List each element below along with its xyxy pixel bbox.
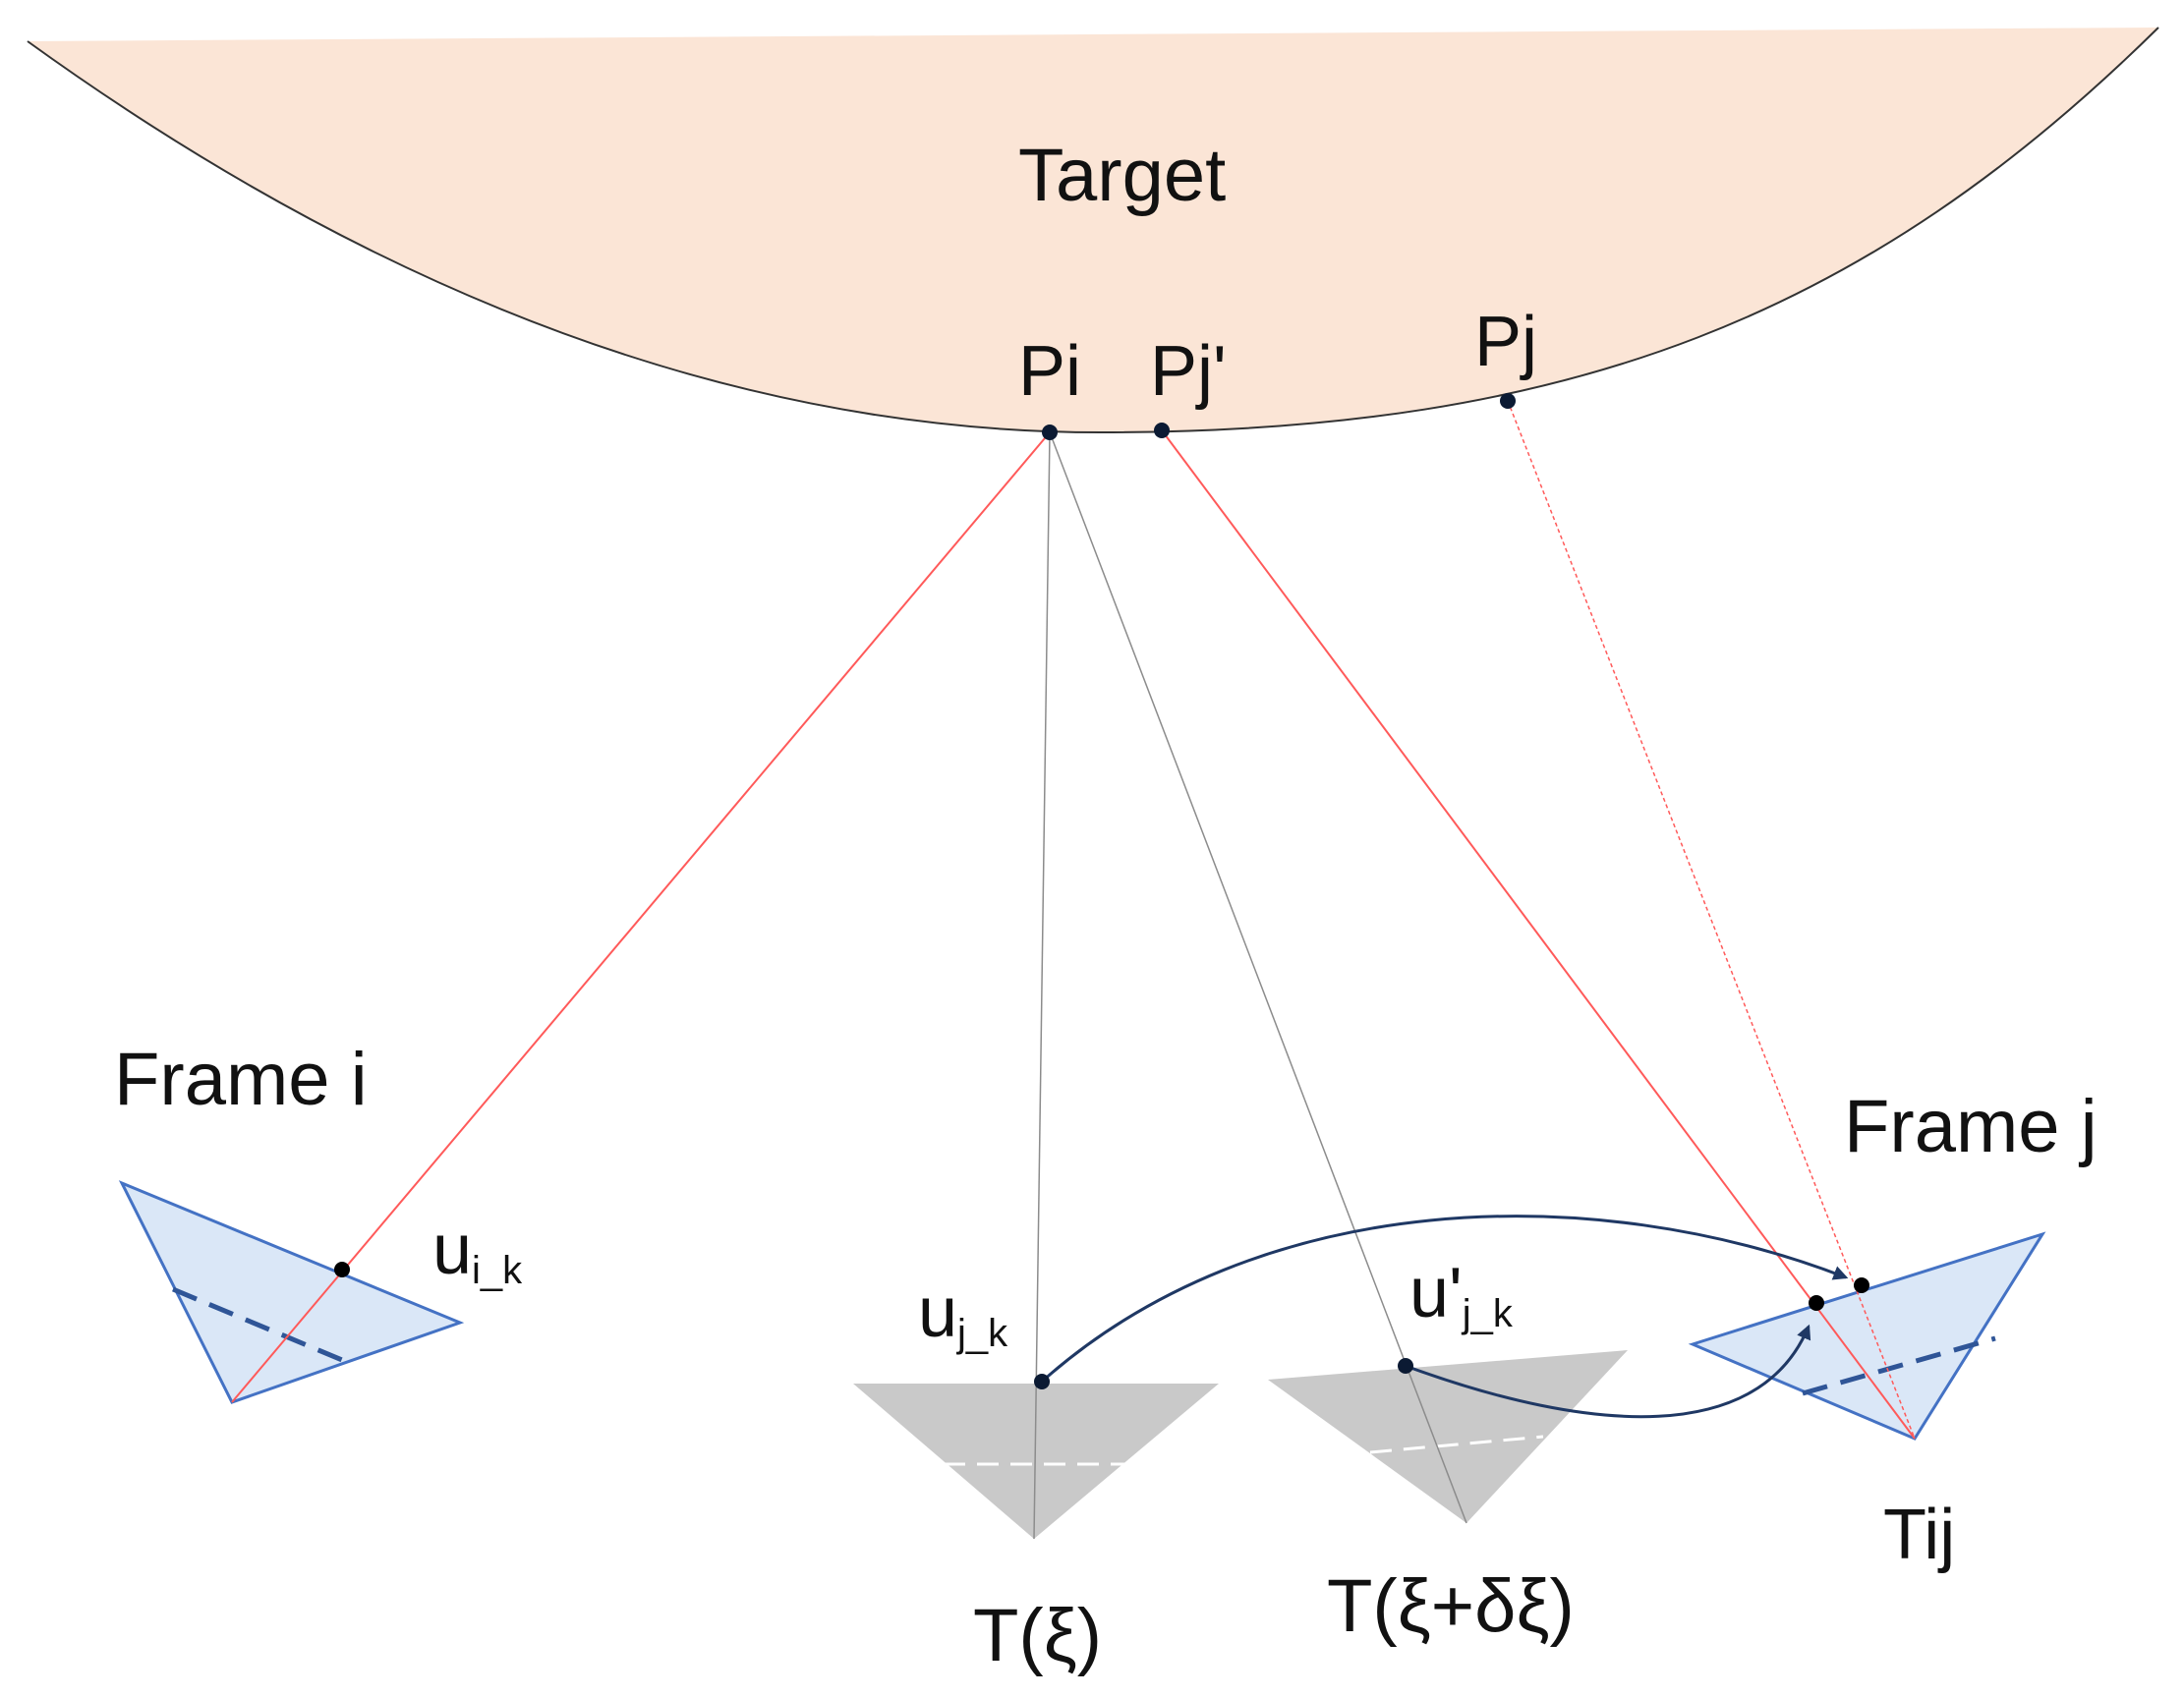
label-t-xi-dxi: T(ξ+δξ) [1327, 1564, 1575, 1648]
label-tij: Tij [1883, 1496, 1955, 1574]
label-u-i-k-main: u [432, 1211, 472, 1289]
label-u-j-k: uj_k [918, 1274, 1008, 1355]
frame-j-triangle [1688, 1231, 2046, 1441]
label-u-j-k-prime-sub: j_k [1462, 1292, 1514, 1335]
ray-pi-to-t-xi [1033, 431, 1051, 1540]
target-surface-edge [27, 27, 2159, 434]
point-u-j-k-prime [1398, 1358, 1413, 1374]
label-u-i-k-sub: i_k [472, 1249, 523, 1292]
arrow-u-j-prime-to-frame-j [1405, 1324, 1811, 1419]
frame-i-triangle [118, 1180, 465, 1404]
frame-t-xi-dxi-dashed-line [1369, 1435, 1544, 1454]
label-t-xi: T(ξ) [973, 1594, 1102, 1677]
frame-t-xi-dxi-triangle [1268, 1350, 1628, 1523]
arrow-u-j-to-frame-j [1041, 1215, 1849, 1384]
label-pi: Pi [1018, 332, 1081, 411]
frame-t-xi-triangle [853, 1384, 1219, 1539]
label-pj: Pj [1474, 303, 1537, 381]
point-frame-j-a [1809, 1295, 1824, 1311]
label-frame-j: Frame j [1844, 1085, 2098, 1168]
label-u-j-k-main: u [918, 1274, 957, 1352]
ray-pj-prime-to-tij [1161, 429, 1916, 1440]
label-u-j-k-sub: j_k [956, 1312, 1008, 1355]
label-pj-prime: Pj' [1150, 332, 1227, 411]
point-pj-prime [1154, 423, 1170, 438]
frame-i-dashed-line [172, 1286, 343, 1363]
label-frame-i: Frame i [114, 1038, 368, 1121]
frame-j-dashed-line [1802, 1335, 1996, 1396]
point-u-i-k [334, 1262, 350, 1277]
ray-pj-to-tij [1507, 400, 1916, 1440]
point-frame-j-b [1854, 1277, 1869, 1293]
target-surface [28, 28, 2158, 432]
point-pi [1042, 424, 1058, 440]
label-target: Target [1018, 134, 1226, 217]
point-pj [1500, 393, 1516, 409]
ray-pi-to-frame-i [231, 431, 1051, 1403]
label-u-j-k-prime-main: u' [1409, 1254, 1463, 1332]
point-u-j-k [1034, 1374, 1050, 1389]
label-u-i-k: ui_k [432, 1211, 523, 1292]
ray-pi-to-t-xi-dxi [1049, 431, 1467, 1524]
label-u-j-k-prime: u'j_k [1409, 1254, 1514, 1335]
